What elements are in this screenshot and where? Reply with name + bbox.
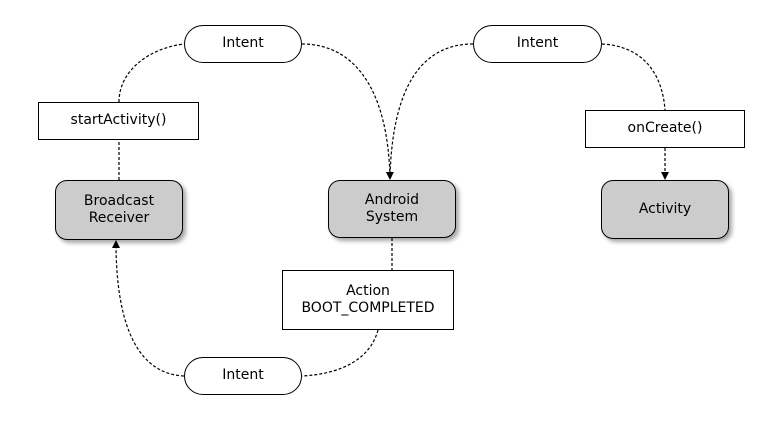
connector-startactivity-to-intent [118,43,185,103]
intent-node-top-left: Intent [184,25,302,63]
activity-node: Activity [601,180,729,239]
android-system-node: Android System [328,180,456,238]
intent-node-top-right: Intent [473,25,602,63]
connector-intent-to-system-right [389,43,474,179]
connector-intent-to-receiver [112,240,185,377]
connector-intent-to-system-left [301,43,394,180]
connector-action-to-intent [301,329,379,377]
broadcast-receiver-node: Broadcast Receiver [55,180,183,240]
start-activity-node: startActivity() [38,102,199,140]
intent-node-bottom: Intent [184,357,302,395]
connector-intent-to-oncreate [601,43,666,111]
on-create-node: onCreate() [585,110,745,148]
boot-completed-action-node: Action BOOT_COMPLETED [282,270,454,330]
